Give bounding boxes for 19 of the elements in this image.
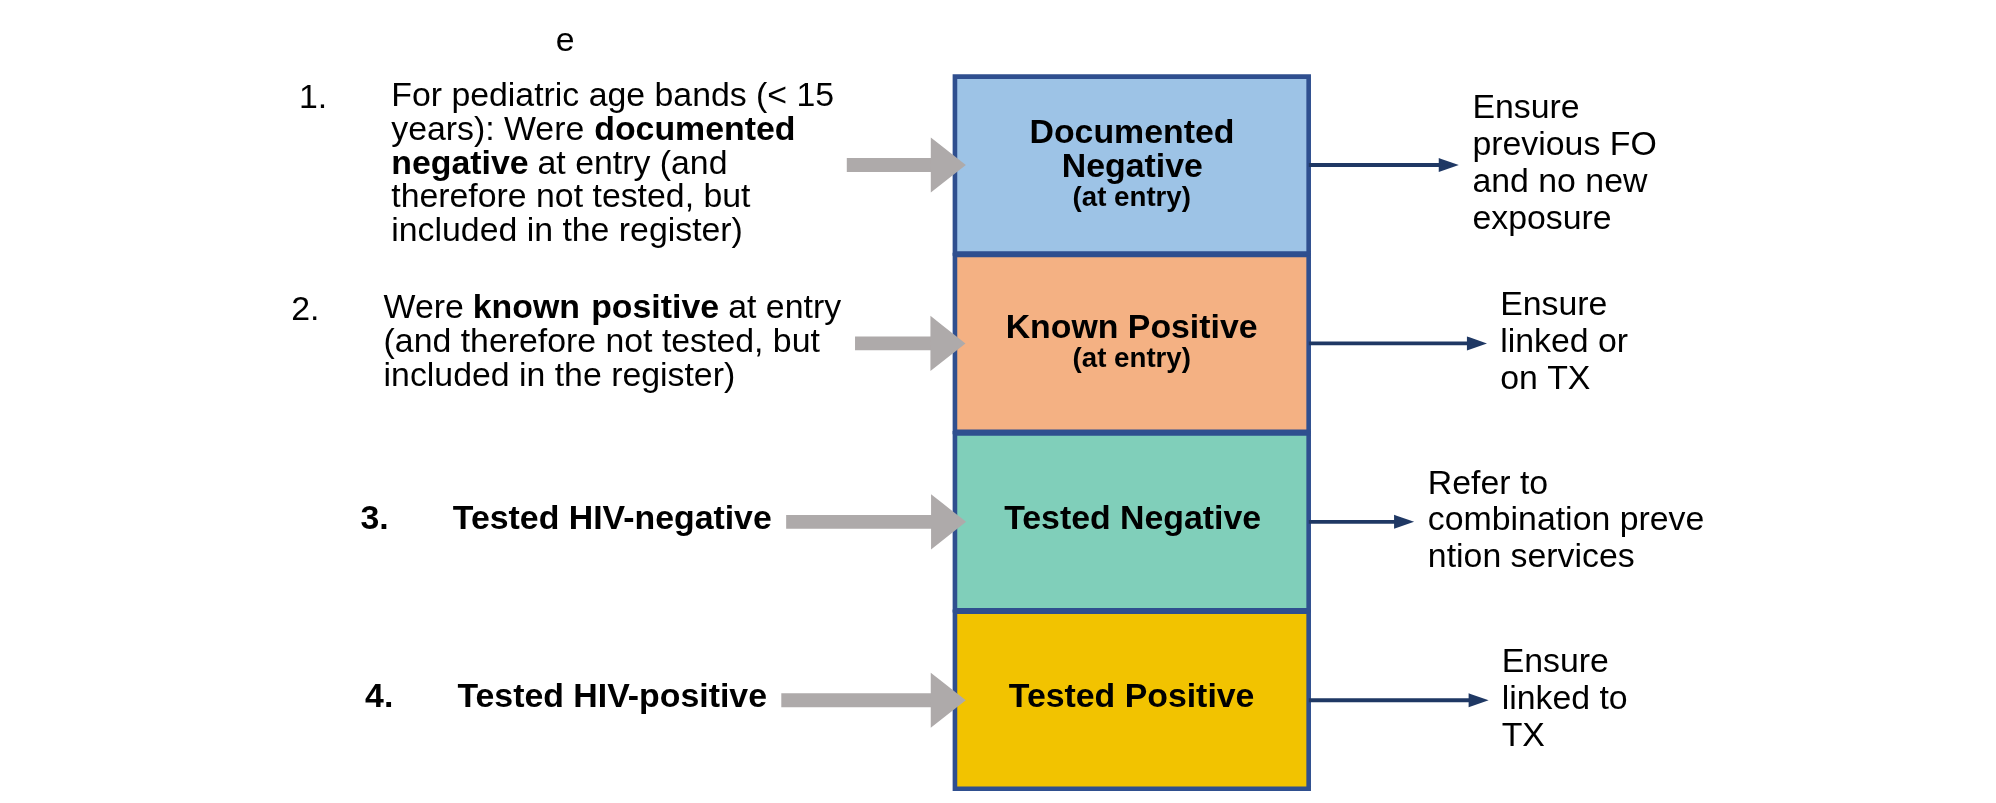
node-text: 4. Tested HIV-positive: [365, 676, 767, 715]
label: e: [555, 19, 575, 58]
arrow: [1308, 158, 1459, 173]
node-text: 2. Were known positive at entry (and therefore not tested, but included in the register): [291, 287, 842, 393]
node-box: Documented Negative (at entry): [952, 74, 1311, 256]
arrow: [1308, 693, 1489, 708]
arrow: [1308, 336, 1487, 351]
arrow: [1308, 514, 1415, 529]
arrow: [846, 137, 966, 193]
node-text: Ensure linked or on TX: [1500, 284, 1629, 396]
node-box: Tested Negative: [952, 431, 1311, 613]
arrow: [786, 494, 967, 550]
node-text: 3. Tested HIV-negative: [360, 497, 772, 536]
node-text: Ensure linked to TX: [1501, 640, 1628, 753]
node-text: Refer to combination preve ntion services: [1427, 462, 1705, 575]
arrow: [855, 315, 966, 371]
arrow: [781, 672, 966, 728]
node-text: 1. For pediatric age bands (< 15 years): Were documented negative at entry (and therefore not tested, but included in the register): [298, 74, 835, 249]
node-text: Ensure previous FO and no new exposure: [1472, 87, 1657, 237]
